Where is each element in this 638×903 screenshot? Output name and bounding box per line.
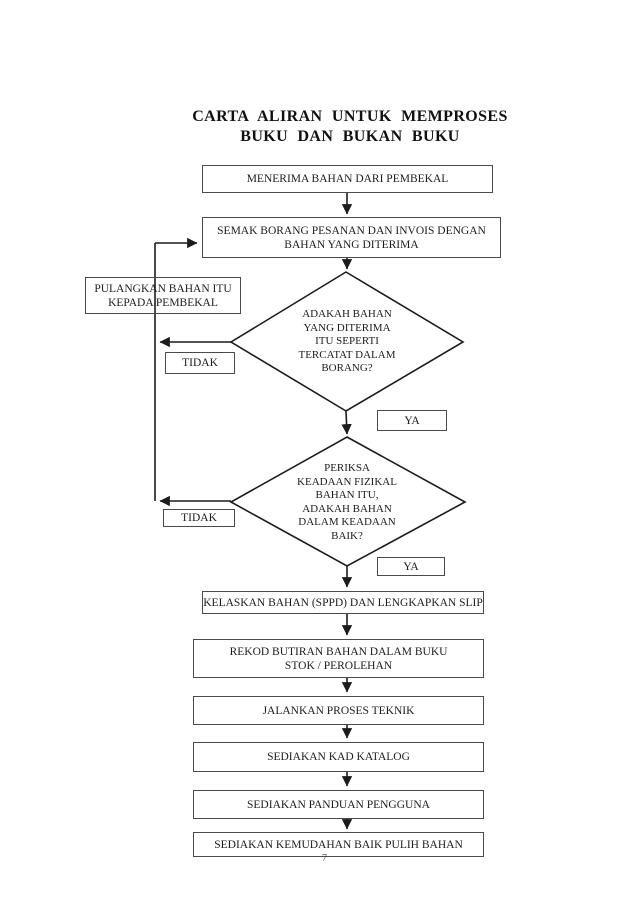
decision1-no-label: TIDAK	[165, 352, 235, 374]
node-sediakan-panduan: SEDIAKAN PANDUAN PENGGUNA	[193, 790, 484, 819]
decision1-yes-label: YA	[377, 410, 447, 431]
decision2-yes-label: YA	[377, 557, 445, 576]
node-sediakan-kemudahan: SEDIAKAN KEMUDAHAN BAIK PULIH BAHAN	[193, 832, 484, 857]
decision2-no-label: TIDAK	[163, 509, 235, 527]
page-number: 7	[322, 853, 327, 864]
decision2-label: PERIKSA KEADAAN FIZIKAL BAHAN ITU, ADAKA…	[297, 462, 397, 542]
node-kelaskan-bahan: KELASKAN BAHAN (SPPD) DAN LENGKAPKAN SLI…	[202, 591, 484, 614]
node-pulangkan-bahan: PULANGKAN BAHAN ITU KEPADA PEMBEKAL	[85, 277, 241, 314]
node-jalankan-proses: JALANKAN PROSES TEKNIK	[193, 696, 484, 725]
connector-decision1-decision2	[341, 410, 352, 435]
decision1-label: ADAKAH BAHAN YANG DITERIMA ITU SEPERTI T…	[298, 308, 396, 374]
node-semak-borang: SEMAK BORANG PESANAN DAN INVOIS DENGAN B…	[202, 217, 501, 258]
page-title: CARTA ALIRAN UNTUK MEMPROSES BUKU DAN BU…	[192, 108, 508, 145]
node-menerima-bahan: MENERIMA BAHAN DARI PEMBEKAL	[202, 165, 493, 193]
node-sediakan-kad-katalog: SEDIAKAN KAD KATALOG	[193, 742, 484, 772]
node-rekod-butiran: REKOD BUTIRAN BAHAN DALAM BUKU STOK / PE…	[193, 639, 484, 678]
